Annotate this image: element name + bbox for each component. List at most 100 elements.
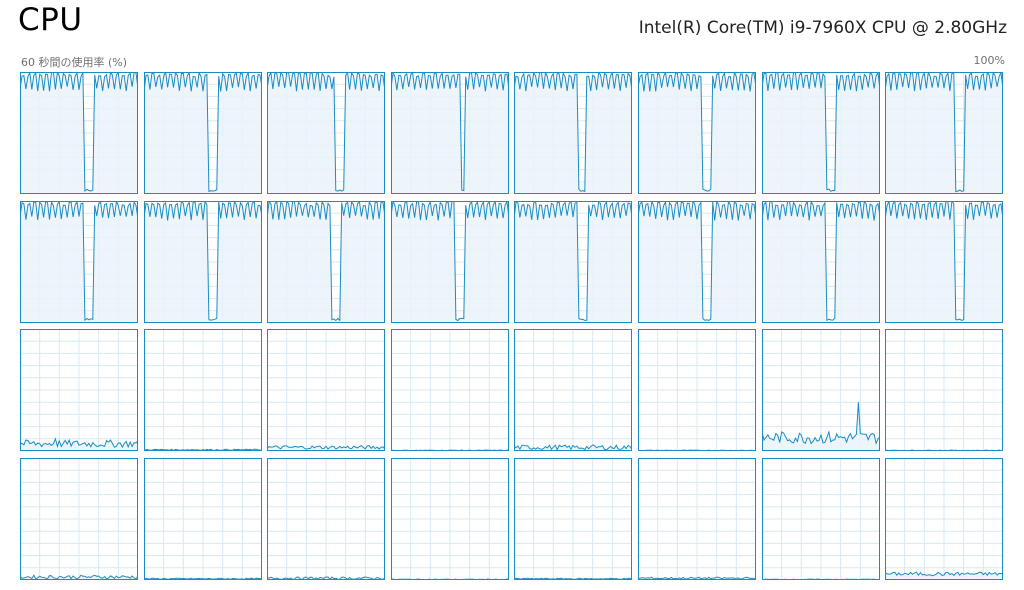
graph-border <box>885 200 1004 323</box>
core-graph-svg <box>20 72 138 194</box>
core-graph-12 <box>514 200 633 325</box>
graph-border <box>267 200 386 323</box>
core-graph-14 <box>761 200 881 325</box>
core-graph-svg <box>267 329 386 451</box>
graph-grid <box>761 457 880 580</box>
core-graph-27 <box>390 457 510 582</box>
graph-border <box>20 457 138 580</box>
graph-border <box>20 200 138 323</box>
usage-line <box>638 200 756 321</box>
usage-line <box>761 200 880 321</box>
core-graph-22 <box>761 329 881 453</box>
graph-border <box>390 329 509 451</box>
graph-border <box>267 457 386 580</box>
core-graph-svg <box>761 200 880 323</box>
core-graph-svg <box>761 329 880 451</box>
usage-line <box>143 448 262 451</box>
core-graph-svg <box>390 457 509 580</box>
usage-area <box>885 571 1004 580</box>
core-graph-20 <box>514 329 633 453</box>
core-graph-31 <box>885 457 1004 582</box>
usage-area <box>143 200 262 323</box>
usage-area <box>390 72 509 194</box>
usage-area <box>638 72 756 194</box>
usage-area <box>20 72 138 194</box>
graph-max-label: 100% <box>973 54 1005 67</box>
core-graph-svg <box>514 329 633 451</box>
usage-line <box>885 200 1004 321</box>
core-graph-svg <box>20 457 138 580</box>
graph-border <box>514 329 633 451</box>
core-graph-15 <box>885 200 1004 325</box>
graph-grid <box>638 457 756 580</box>
graph-grid <box>390 329 509 451</box>
graph-border <box>514 457 633 580</box>
core-graph-svg <box>761 72 880 194</box>
processor-name: Intel(R) Core(TM) i9-7960X CPU @ 2.80GHz <box>638 18 1007 38</box>
core-graph-6 <box>761 72 881 196</box>
graph-grid <box>885 457 1004 580</box>
core-graph-23 <box>885 329 1004 453</box>
usage-area <box>20 200 138 323</box>
usage-area <box>514 200 633 323</box>
usage-area <box>143 72 262 194</box>
core-graph-svg <box>20 329 138 451</box>
core-graph-svg <box>267 200 386 323</box>
usage-line <box>267 445 386 450</box>
usage-line <box>143 200 262 321</box>
core-graph-svg <box>20 200 138 323</box>
graph-border <box>143 72 262 194</box>
graph-border <box>143 200 262 323</box>
graph-time-label: 60 秒間の使用率 (%) <box>21 56 128 69</box>
core-graph-19 <box>390 329 510 453</box>
core-graph-svg <box>143 329 262 451</box>
usage-line <box>20 437 138 449</box>
graph-border <box>885 457 1004 580</box>
usage-area <box>267 200 386 323</box>
usage-area <box>267 72 386 194</box>
core-graph-svg <box>143 200 262 323</box>
usage-area <box>390 200 509 323</box>
graph-grid <box>20 329 138 451</box>
core-graph-8 <box>20 200 139 325</box>
graph-grid <box>143 457 262 580</box>
core-graph-9 <box>143 200 263 325</box>
usage-line <box>761 72 880 192</box>
usage-area <box>20 438 138 451</box>
graph-border <box>885 72 1004 194</box>
core-graph-svg <box>638 329 756 451</box>
core-graph-svg <box>761 457 880 580</box>
usage-area <box>638 200 756 323</box>
graph-border <box>638 72 756 194</box>
usage-line <box>267 575 386 580</box>
graph-border <box>761 329 880 451</box>
usage-line <box>390 72 509 192</box>
graph-border <box>390 457 509 580</box>
graph-border <box>143 457 262 580</box>
usage-line <box>761 402 880 446</box>
core-graph-svg <box>143 72 262 194</box>
core-graph-svg <box>638 72 756 194</box>
core-graph-svg <box>390 72 509 194</box>
usage-line <box>885 72 1004 193</box>
core-graph-svg <box>885 457 1004 580</box>
usage-line <box>514 200 633 321</box>
graph-border <box>885 329 1004 451</box>
graph-grid <box>390 457 509 580</box>
graph-border <box>20 72 138 194</box>
graph-border <box>638 457 756 580</box>
usage-line <box>20 573 138 579</box>
usage-area <box>761 72 880 194</box>
core-graph-11 <box>390 200 510 325</box>
graph-border <box>267 72 386 194</box>
core-graph-svg <box>143 457 262 580</box>
graph-grid <box>514 329 633 451</box>
graph-grid <box>761 329 880 451</box>
graph-border <box>761 200 880 323</box>
core-graph-18 <box>267 329 386 453</box>
graph-grid <box>143 329 262 451</box>
usage-line <box>20 200 138 321</box>
core-graph-13 <box>638 200 757 325</box>
usage-area <box>885 72 1004 194</box>
core-graph-svg <box>514 457 633 580</box>
